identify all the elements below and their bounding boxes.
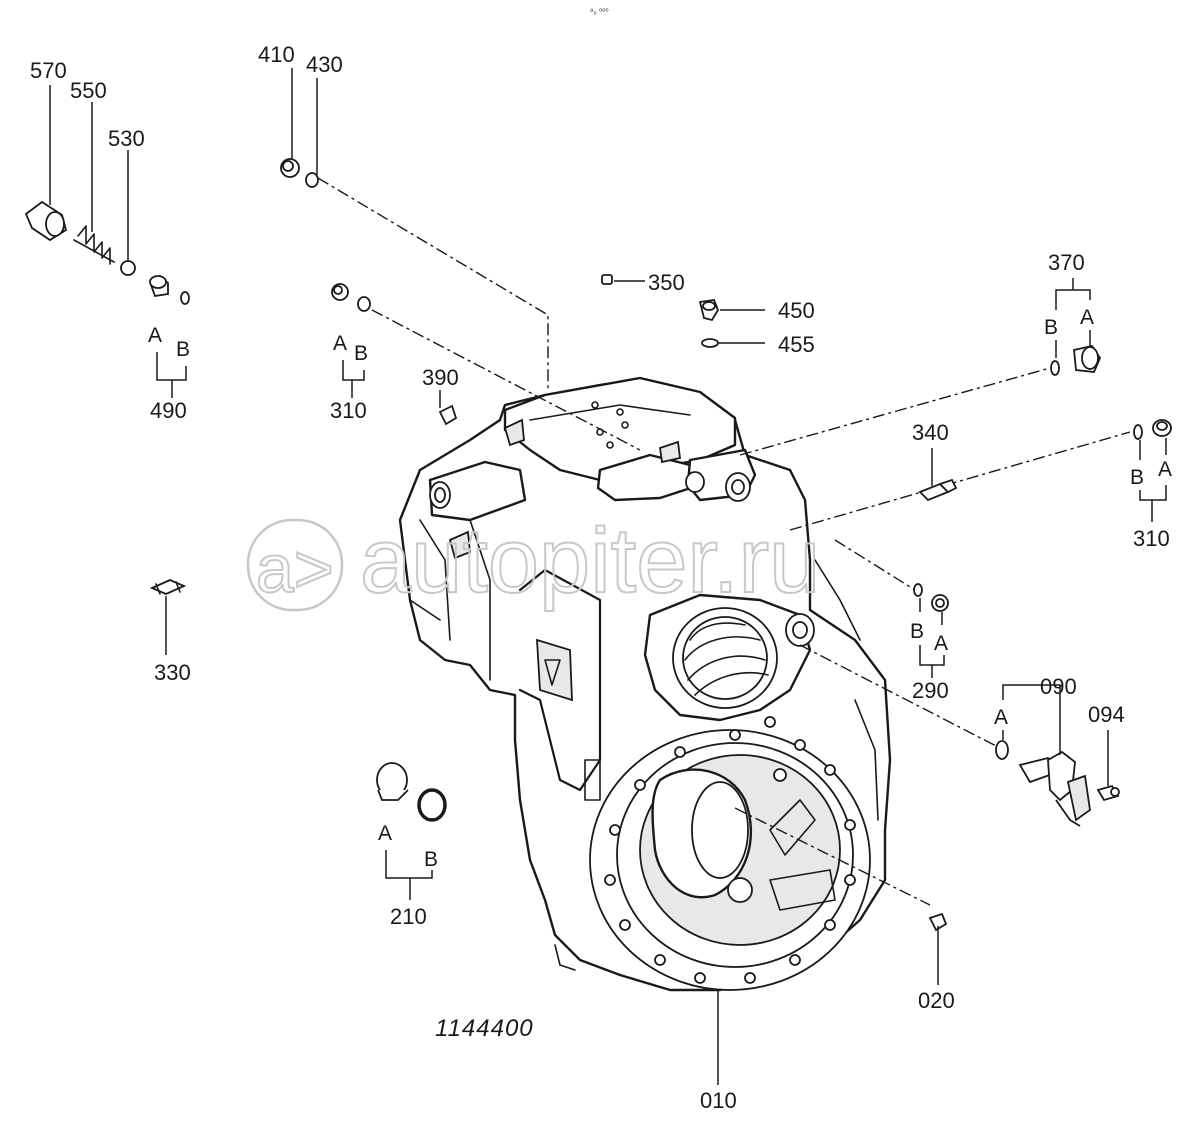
label-410: 410	[258, 42, 295, 67]
label-094: 094	[1088, 702, 1125, 727]
plug-210-part	[376, 762, 447, 822]
label-570: 570	[30, 58, 67, 83]
plug-570-part	[24, 200, 68, 242]
plug-450-part	[698, 299, 720, 348]
sub-label-a-090: A	[994, 706, 1008, 729]
sub-label-b-490: B	[176, 338, 190, 361]
label-310-right: 310	[1133, 526, 1170, 551]
plug-310-left-part	[331, 283, 371, 312]
label-020: 020	[918, 988, 955, 1013]
cap-350-part	[601, 274, 613, 285]
label-550: 550	[70, 78, 107, 103]
fitting-340-part	[918, 478, 958, 502]
sensor-090-part	[995, 740, 1091, 827]
drawing-number: 1144400	[435, 1015, 534, 1042]
sub-label-b-210: B	[424, 848, 438, 871]
label-530: 530	[108, 126, 145, 151]
sub-label-b-310-left: B	[354, 342, 368, 365]
transmission-housing-drawing	[398, 376, 892, 992]
o-ring-210b-part	[417, 788, 447, 822]
label-350: 350	[648, 270, 685, 295]
label-450: 450	[778, 298, 815, 323]
screw-094-part	[1096, 784, 1120, 802]
watermark-text: autopiter.ru	[360, 510, 820, 612]
plug-410-part	[280, 158, 319, 188]
plug-370-part	[1050, 344, 1102, 376]
pin-390-part	[438, 404, 458, 426]
sub-label-a-310-right: A	[1158, 458, 1172, 481]
sub-label-b-310-right: B	[1130, 466, 1144, 489]
watermark: a> autopiter.ru	[246, 509, 821, 613]
label-310-left: 310	[330, 398, 367, 423]
label-330: 330	[154, 660, 191, 685]
label-290: 290	[912, 678, 949, 703]
label-090: 090	[1040, 674, 1077, 699]
sub-label-b-290: B	[910, 620, 924, 643]
label-430: 430	[306, 52, 343, 77]
corner-mark: ⁹₀ ⁰⁰⁰	[590, 7, 609, 16]
sub-label-b-370: B	[1044, 316, 1058, 339]
label-490: 490	[150, 398, 187, 423]
label-390: 390	[422, 365, 459, 390]
fitting-330-part	[149, 579, 187, 595]
plug-490-part	[148, 274, 190, 305]
spring-550-part	[73, 225, 115, 265]
sub-label-a-210: A	[378, 822, 392, 845]
label-340: 340	[912, 420, 949, 445]
plug-310-right-part	[1133, 419, 1172, 440]
watermark-mark: a>	[256, 531, 334, 607]
sub-label-a-290: A	[934, 632, 948, 655]
sub-label-a-310-left: A	[333, 332, 347, 355]
label-210: 210	[390, 904, 427, 929]
sub-label-a-370: A	[1080, 306, 1094, 329]
label-370: 370	[1048, 250, 1085, 275]
plug-290-part	[913, 583, 949, 612]
plug-020-part	[928, 912, 948, 932]
label-010: 010	[700, 1088, 737, 1113]
leader-lines	[49, 68, 1167, 1085]
ball-530-part	[120, 260, 136, 276]
label-455: 455	[778, 332, 815, 357]
assembly-lines	[317, 177, 1131, 906]
flange-bolt-holes	[604, 716, 856, 984]
sub-label-a-490: A	[148, 324, 162, 347]
part-labels: 570 550 530 410 430 350 450 455 370 390 …	[30, 42, 1172, 1113]
